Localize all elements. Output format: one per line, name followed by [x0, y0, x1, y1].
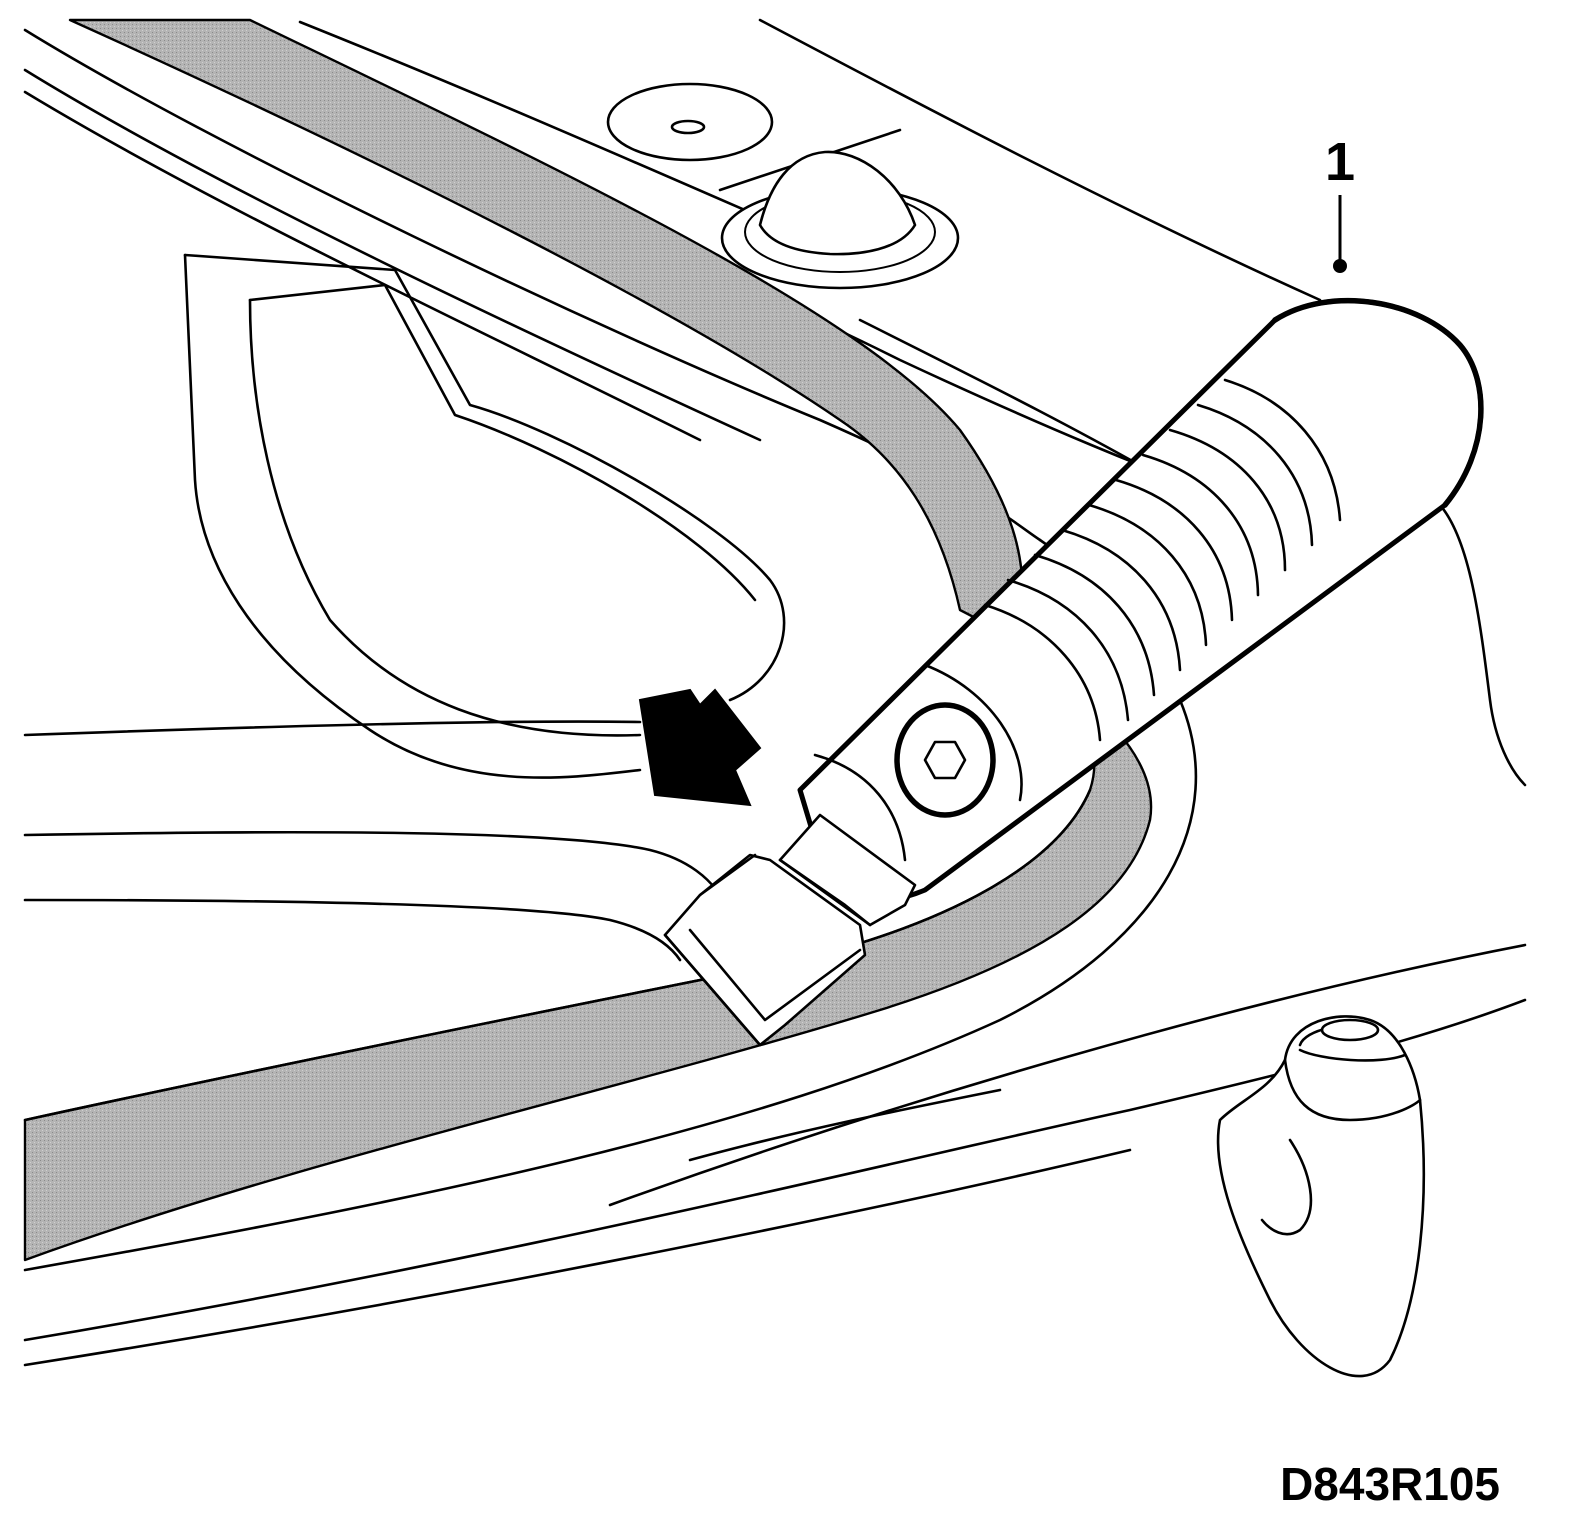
arrow-down-left-icon [638, 688, 762, 807]
tool-tip-blade [663, 813, 917, 1047]
flat-mounting-pad [606, 82, 774, 162]
rubber-bump-stop-bottom [1216, 1015, 1426, 1378]
callout-number: 1 [1325, 132, 1355, 192]
rubber-bump-stop-top [720, 150, 960, 290]
panel-cutout [23, 253, 786, 962]
hex-socket-screw-icon [894, 702, 996, 818]
tool-grip-ribs [983, 378, 1342, 742]
callout-1: 1 [1325, 132, 1355, 273]
figure-code: D843R105 [1280, 1458, 1500, 1510]
